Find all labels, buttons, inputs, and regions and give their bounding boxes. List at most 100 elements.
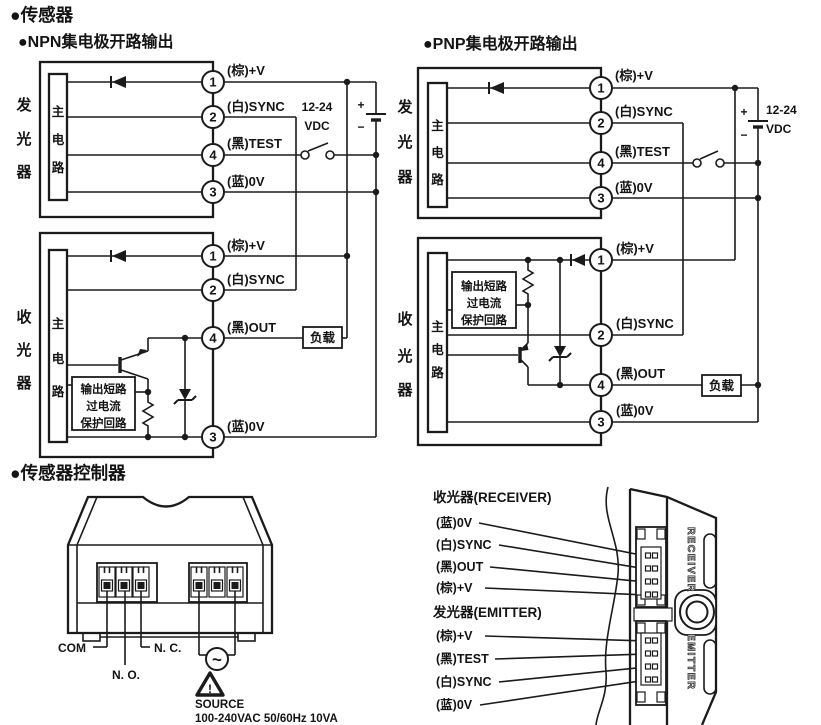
- receiver-marking: RECEIVER: [685, 527, 697, 593]
- protection-label: 输出短路: [81, 382, 127, 396]
- connector-pin: [644, 565, 652, 572]
- terminal-number: 1: [209, 249, 216, 264]
- main-circuit-label: 电: [431, 145, 444, 160]
- wiring: [447, 82, 762, 422]
- zener-diode-icon: [548, 260, 572, 385]
- terminal-circle-4: [201, 326, 225, 350]
- terminal-circle-1: [201, 70, 225, 94]
- test-switch-icon: [692, 150, 725, 168]
- emitter-side-label: 器: [15, 164, 32, 181]
- main-circuit-label: 路: [431, 172, 444, 187]
- main-circuit-label: 电: [52, 351, 65, 366]
- pin-label: (棕)+V: [436, 580, 473, 595]
- terminal-number: 1: [597, 81, 604, 96]
- npn-emitter-circuit: 发 光 器: [15, 60, 386, 437]
- device-outline: [595, 486, 718, 725]
- controller-front-view: COM N. O. N. C. ~ ! SOURCE 100-240VAC 50…: [58, 495, 338, 725]
- supply-plus: +: [740, 105, 747, 119]
- connector-separator: [633, 607, 673, 622]
- wire-label: (黑)TEST: [227, 136, 282, 151]
- npn-subheading: ●NPN集电极开路输出: [18, 32, 173, 51]
- mounting-hole-icon: [679, 594, 715, 630]
- terminal-circle-2: [589, 111, 613, 135]
- receiver-side-label: 器: [15, 375, 32, 392]
- terminal-number: 1: [597, 253, 604, 268]
- supply-range: 12-24: [302, 100, 333, 114]
- pnp-subheading: ●PNP集电极开路输出: [423, 34, 578, 53]
- pnp-emitter-circuit: 发 光 器: [396, 66, 797, 422]
- leader-lines: [478, 522, 647, 706]
- warning-triangle-icon: [195, 671, 225, 697]
- controller-heading: ●传感器控制器: [10, 463, 126, 483]
- emitter-marking: EMITTER: [685, 634, 697, 691]
- connector-pin: [644, 552, 652, 559]
- controller-side-view: 收光器(RECEIVER) (蓝)0V (白)SYNC (黑)OUT (棕)+V…: [432, 486, 718, 725]
- terminal-circle-4: [201, 143, 225, 167]
- wire-label: (白)SYNC: [615, 104, 673, 119]
- terminal-circle-1: [589, 248, 613, 272]
- connector-pin: [644, 650, 652, 657]
- main-circuit-label: 路: [52, 384, 65, 399]
- pin-label: (蓝)0V: [436, 515, 473, 530]
- supply-minus: −: [357, 120, 364, 134]
- load-box: [302, 326, 343, 349]
- protection-label: 保护回路: [80, 416, 127, 430]
- wiring: [67, 76, 380, 437]
- connector-pin: [651, 578, 659, 585]
- sensor-heading: ●传感器: [10, 5, 74, 25]
- connector-pin: [644, 637, 652, 644]
- test-switch-icon: [300, 142, 335, 160]
- main-circuit-label: 路: [431, 365, 444, 380]
- load-label: 负载: [709, 378, 735, 393]
- terminal-circle-4: [589, 151, 613, 175]
- source-caption: SOURCE: [195, 699, 245, 711]
- diode-icon: [112, 76, 126, 88]
- main-circuit-label: 主: [52, 104, 65, 119]
- terminal-number: 4: [209, 331, 217, 346]
- receiver-side-label: 收: [16, 308, 31, 326]
- ac-source-icon: [205, 647, 229, 671]
- terminal-circle-1: [589, 76, 613, 100]
- terminal-circle-3: [201, 425, 225, 449]
- terminal-number: 2: [209, 110, 216, 125]
- connector-pin: [651, 637, 659, 644]
- wire-label: (蓝)0V: [227, 419, 265, 434]
- wire-label: (棕)+V: [616, 241, 654, 256]
- ac-symbol: ~: [212, 650, 222, 669]
- emitter-outline-box: [416, 66, 603, 220]
- relay-terminal-block: [96, 562, 158, 603]
- emitter-connector-title: 发光器(EMITTER): [432, 604, 542, 620]
- battery-icon: [748, 120, 768, 129]
- receiver-outline-box: [416, 236, 603, 447]
- relay-wires: [93, 591, 150, 665]
- power-terminal-block: [188, 562, 248, 603]
- connector-pin: [651, 552, 659, 559]
- terminal-circle-2: [589, 323, 613, 347]
- wire-label: (白)SYNC: [227, 99, 285, 114]
- diode-icon: [490, 82, 504, 94]
- wire-label: (黑)OUT: [227, 320, 276, 335]
- load-box: [701, 374, 742, 397]
- main-circuit-label: 主: [431, 118, 444, 133]
- supply-range: 12-24: [766, 103, 797, 117]
- receiver-connector: [635, 526, 667, 608]
- receiver-side-label: 光: [15, 341, 31, 359]
- terminal-circle-1: [201, 244, 225, 268]
- supply-minus: −: [740, 128, 747, 142]
- terminal-number: 3: [209, 430, 216, 445]
- protection-label: 过电流: [467, 296, 502, 310]
- receiver-side-label: 收: [397, 310, 412, 328]
- pin-label: (黑)TEST: [436, 651, 489, 666]
- connector-pin: [644, 663, 652, 670]
- wire-label: (蓝)0V: [616, 403, 654, 418]
- main-circuit-label: 主: [52, 316, 65, 331]
- protection-circuit-box: [71, 376, 136, 431]
- wiring: [447, 254, 762, 423]
- wire-label: (棕)+V: [227, 63, 265, 78]
- terminal-circle-3: [589, 186, 613, 210]
- terminal-circle-3: [589, 410, 613, 434]
- supply-unit: VDC: [766, 122, 792, 136]
- wire-label: (黑)OUT: [616, 366, 665, 381]
